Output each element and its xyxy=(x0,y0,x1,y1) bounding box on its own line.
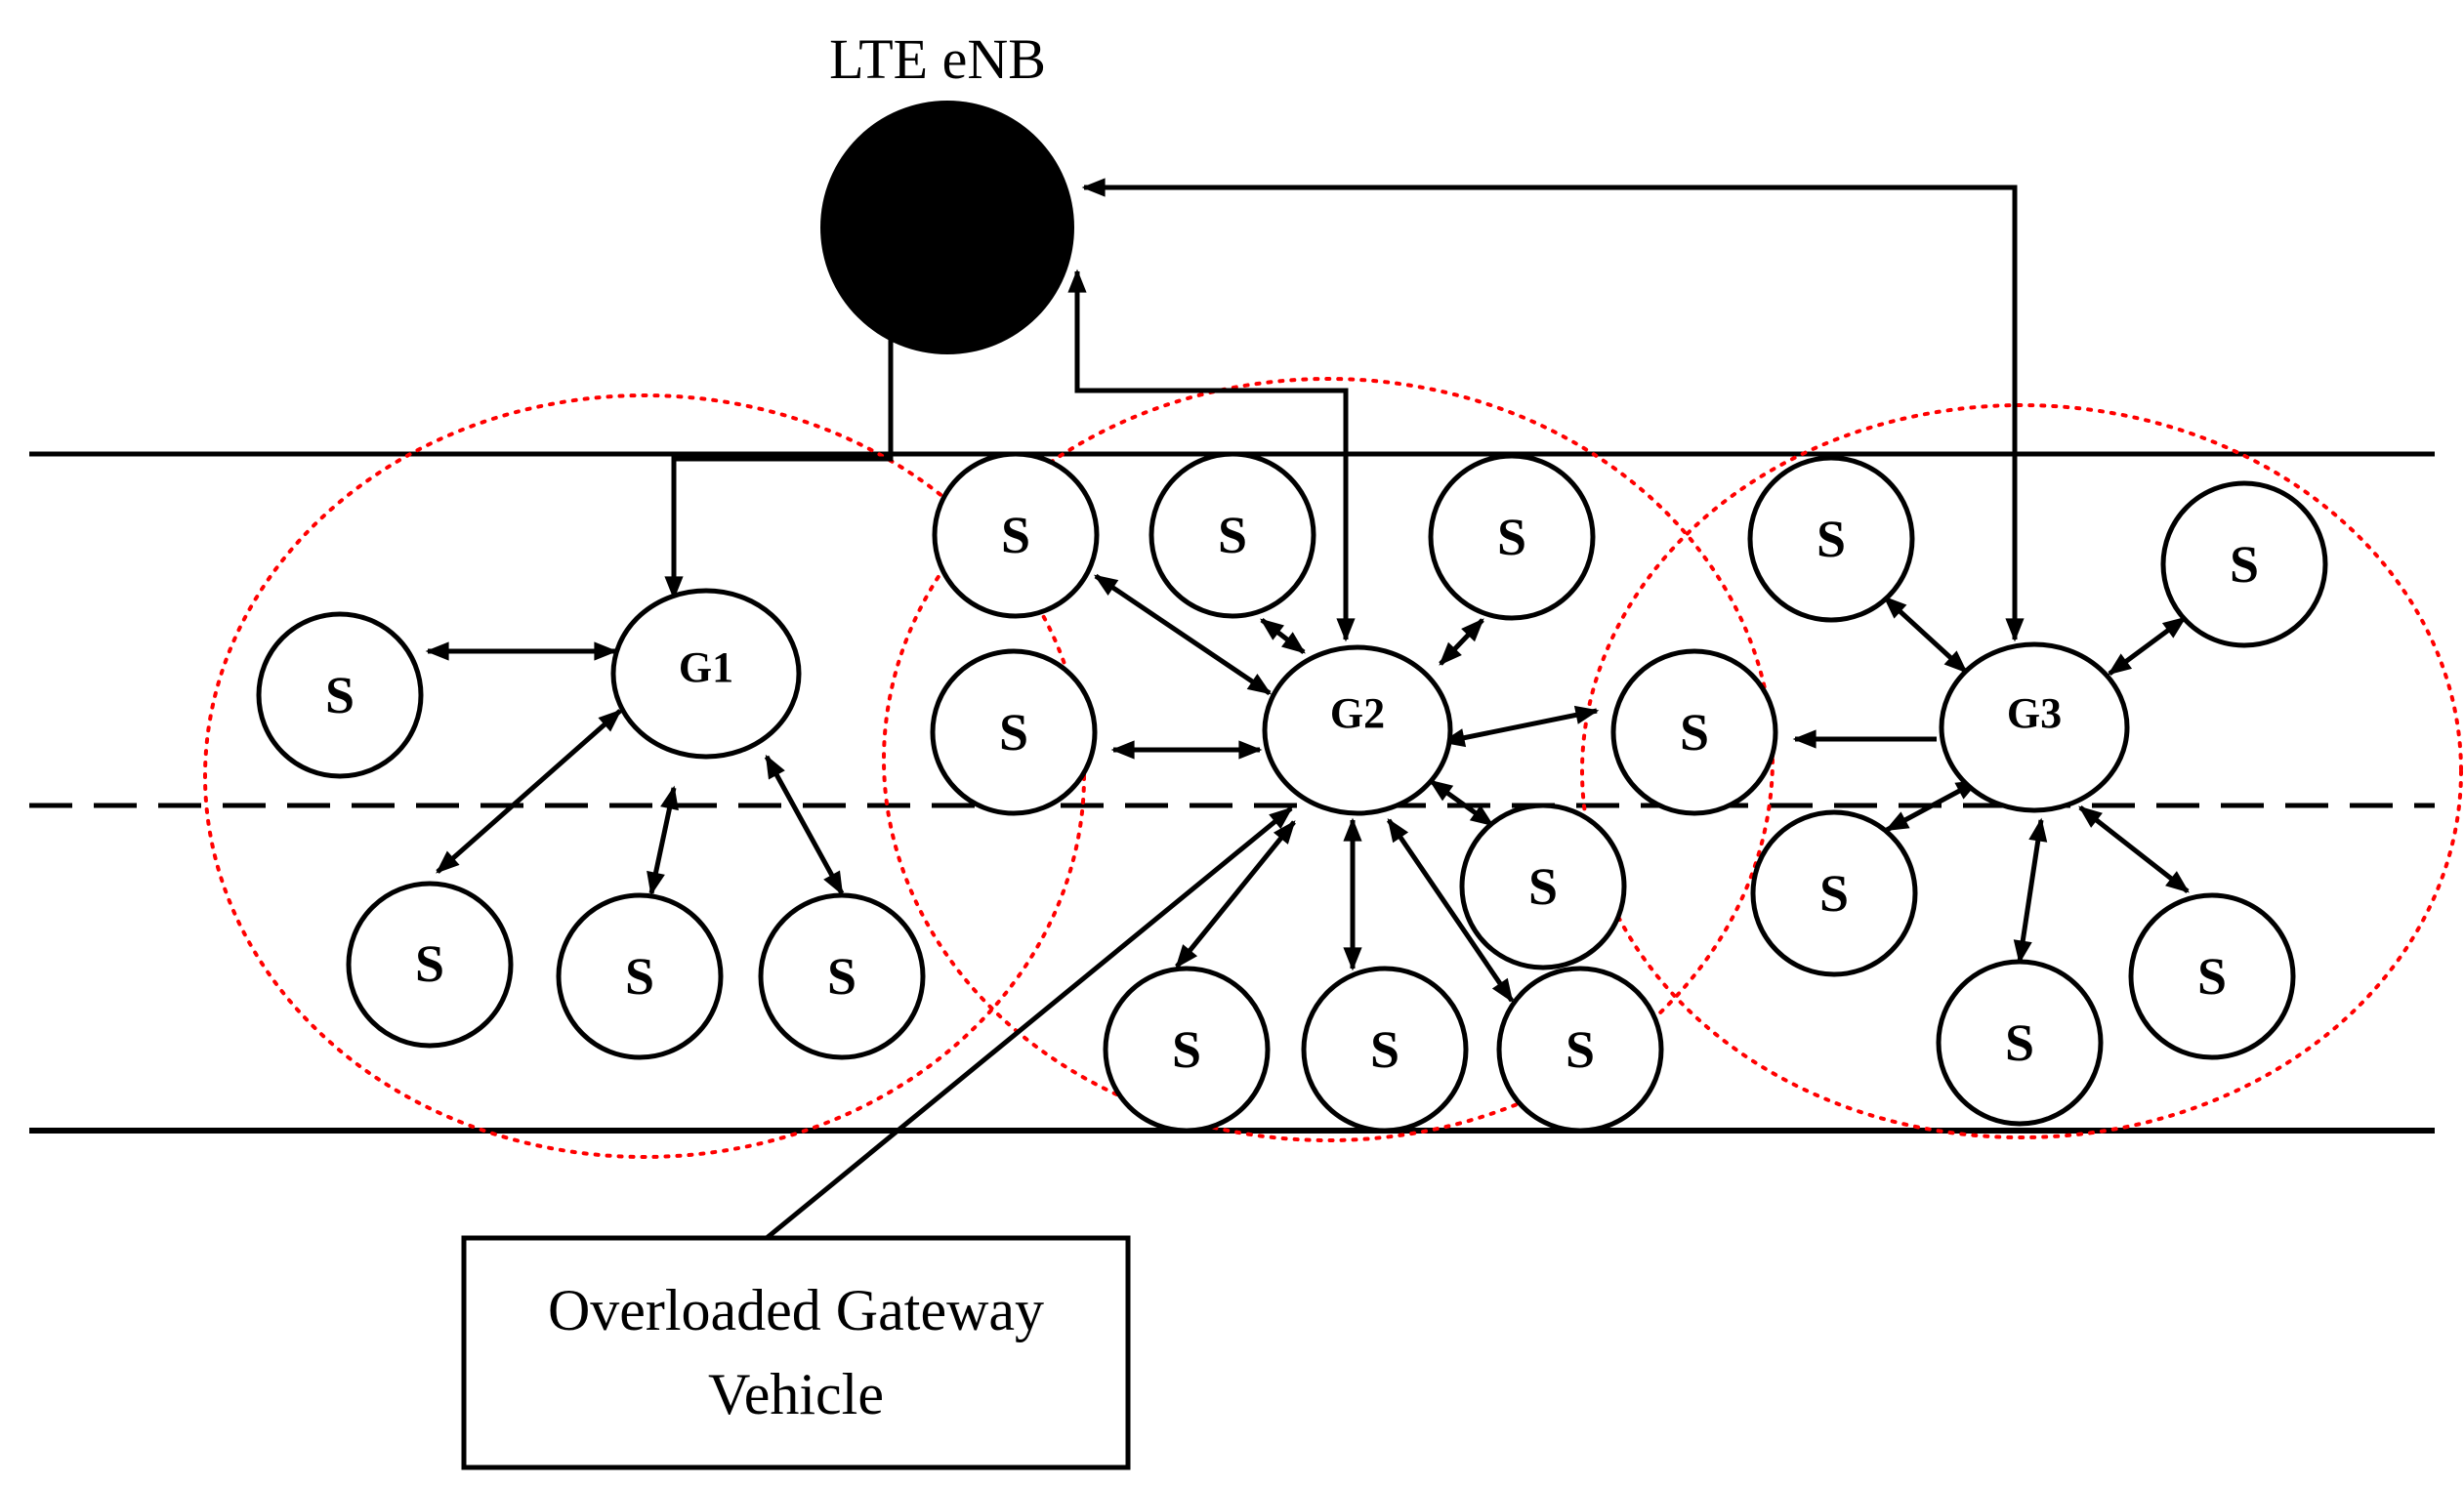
link-g3-s15 xyxy=(2108,615,2187,677)
sensor-label: S xyxy=(2230,535,2259,594)
sensor-node: S xyxy=(556,892,724,1060)
link-g2-s11 xyxy=(1175,820,1296,969)
link-g3-s14 xyxy=(1883,596,1968,674)
sensor-label: S xyxy=(1218,506,1247,564)
sensor-node: S xyxy=(1936,959,2104,1127)
gateway-g2: G2 xyxy=(1262,644,1453,816)
sensor-label: S xyxy=(625,947,654,1006)
sensor-label: S xyxy=(415,934,444,993)
sensor-label: S xyxy=(827,947,856,1006)
sensor-node: S xyxy=(1148,451,1316,619)
sensor-node: S xyxy=(346,881,514,1049)
sensor-node: S xyxy=(1459,803,1627,970)
sensor-node: S xyxy=(1301,966,1469,1134)
callout-box: Overloaded Gateway Vehicle xyxy=(461,1235,1131,1470)
gateway-g3-label: G3 xyxy=(2007,689,2062,737)
sensor-node: S xyxy=(930,648,1098,816)
link-g1-s2 xyxy=(436,709,622,874)
link-g2-s5 xyxy=(1094,573,1272,696)
sensor-node: S xyxy=(1747,455,1915,623)
link-g2-s6 xyxy=(1260,618,1306,654)
sensor-label: S xyxy=(1819,864,1849,923)
link-g3-s18 xyxy=(2013,817,2048,965)
sensor-label: S xyxy=(1370,1020,1399,1079)
gateway-g1: G1 xyxy=(610,588,802,760)
sensor-node: S xyxy=(1610,648,1778,816)
sensor-label: S xyxy=(1001,506,1030,564)
enb-label: LTE eNB xyxy=(829,27,1046,91)
sensor-node: S xyxy=(758,892,926,1060)
sensor-node: S xyxy=(932,451,1100,619)
base-station: LTE eNB xyxy=(820,27,1074,354)
link-g1-s3 xyxy=(647,785,679,896)
gateway-g1-label: G1 xyxy=(679,643,733,691)
gateway-g2-label: G2 xyxy=(1330,689,1385,737)
callout-frame xyxy=(461,1235,1131,1470)
sensor-label: S xyxy=(1817,510,1846,568)
sensor-label: S xyxy=(2197,947,2227,1006)
sensor-label: S xyxy=(1172,1020,1201,1079)
link-g2-s7 xyxy=(1439,618,1484,666)
sensor-node: S xyxy=(1103,966,1271,1134)
link-g3-s17 xyxy=(1884,778,1981,833)
sensor-node: S xyxy=(256,611,424,779)
link-g2-s13 xyxy=(1386,818,1515,1003)
uplink-g1 xyxy=(664,327,894,600)
link-g2-s9 xyxy=(1441,705,1600,748)
sensor-node: S xyxy=(1750,809,1918,977)
callout-line-1: Overloaded Gateway xyxy=(548,1278,1044,1342)
gateway-g3: G3 xyxy=(1939,641,2130,813)
enb-node xyxy=(820,101,1074,354)
link-g1-s4 xyxy=(764,754,845,896)
sensor-label: S xyxy=(1497,508,1526,566)
callout-pointer xyxy=(765,806,1293,1240)
sensor-node: S xyxy=(1496,966,1664,1134)
link-g2-s10 xyxy=(1429,778,1494,828)
sensor-label: S xyxy=(1680,703,1709,762)
sensor-node: S xyxy=(2128,892,2296,1060)
sensor-label: S xyxy=(1566,1020,1595,1079)
sensor-nodes: S S S S S S S S S S S S S S S S S S xyxy=(256,451,2328,1134)
sensor-label: S xyxy=(999,703,1028,762)
sensor-label: S xyxy=(325,666,355,724)
sensor-label: S xyxy=(2005,1013,2034,1072)
sensor-label: S xyxy=(1528,857,1558,916)
link-g3-s19 xyxy=(2078,805,2190,893)
cluster-links xyxy=(425,573,2190,1003)
sensor-node: S xyxy=(2160,480,2328,648)
callout-line-2: Vehicle xyxy=(708,1362,884,1426)
uplinks xyxy=(664,178,2025,642)
uplink-g3 xyxy=(1081,178,2025,642)
sensor-node: S xyxy=(1428,453,1596,621)
gateway-nodes: G1 G2 G3 xyxy=(610,588,2130,816)
